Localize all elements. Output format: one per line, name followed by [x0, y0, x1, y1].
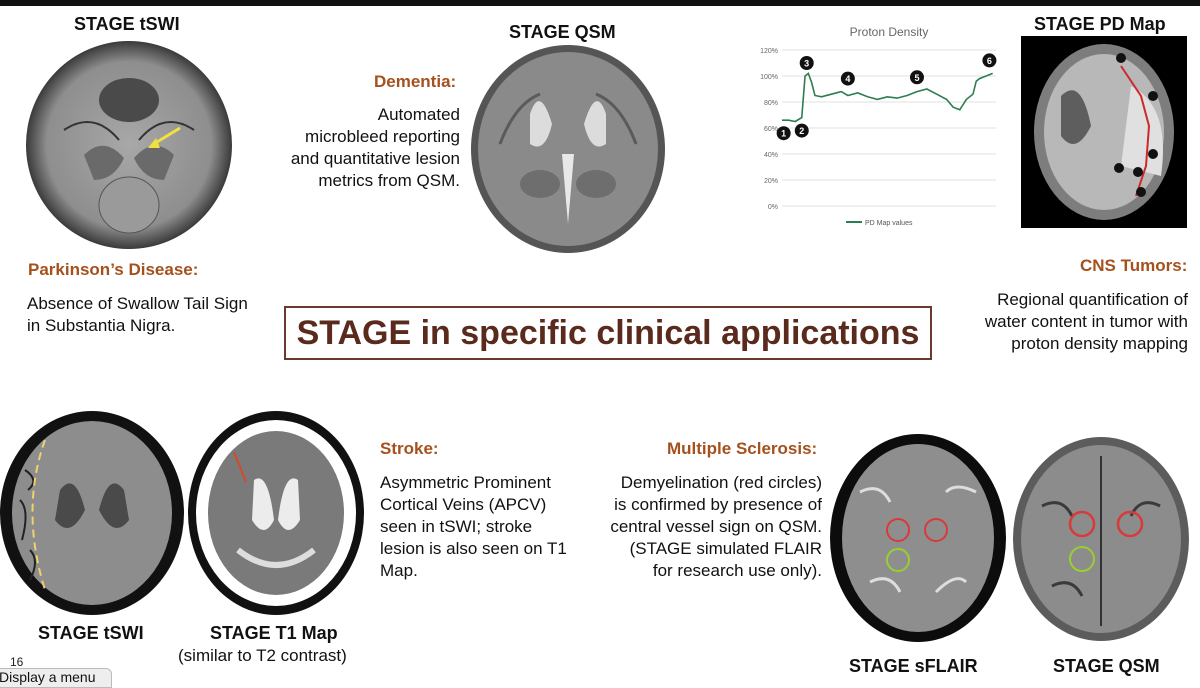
proton-density-chart: Proton Density 0% 20% 40% 60% 80% 100% 120% 1 2 3 4… — [750, 20, 1000, 230]
scan-sublabel-t1-map: (similar to T2 contrast) — [178, 646, 347, 665]
chart-marker — [909, 70, 924, 85]
text-cns-tumors: Regional quantification of water content… — [984, 290, 1188, 353]
chart-marker — [776, 126, 791, 141]
chart-marker — [794, 123, 809, 138]
pd-map-brain-image — [1021, 36, 1187, 228]
legend-label: PD Map values — [865, 220, 913, 227]
t1-map-brain-image — [188, 410, 364, 616]
heading-cns-tumors: CNS Tumors: — [1080, 256, 1188, 275]
heading-multiple-sclerosis: Multiple Sclerosis: — [667, 439, 818, 458]
heading-dementia: Dementia: — [374, 72, 457, 91]
scan-label-sflair: STAGE sFLAIR — [849, 656, 978, 676]
slide-title: STAGE in specific clinical applications — [284, 306, 932, 360]
text-parkinsons: Absence of Swallow Tail Sign in Substant… — [27, 294, 248, 335]
scan-label-tswi-bottom: STAGE tSWI — [38, 623, 144, 643]
chart-marker-label: 4 — [845, 74, 850, 84]
y-tick-label: 100% — [760, 74, 778, 81]
page-number: 16 — [10, 655, 24, 669]
scan-label-pd-map: STAGE PD Map — [1034, 14, 1166, 34]
scan-label-qsm-bottom: STAGE QSM — [1053, 656, 1160, 676]
chart-marker — [840, 71, 855, 86]
sflair-brain-image — [830, 432, 1006, 644]
chart-marker — [799, 56, 814, 70]
heading-parkinsons: Parkinson’s Disease: — [28, 260, 199, 279]
tswi-brain-image — [24, 40, 234, 250]
y-tick-label: 60% — [764, 126, 778, 133]
chart-marker-label: 5 — [914, 73, 919, 83]
pd-series-line — [782, 72, 994, 123]
chart-marker-label: 3 — [804, 59, 809, 69]
chart-marker-label: 6 — [987, 56, 992, 66]
y-tick-label: 80% — [764, 100, 778, 107]
top-bar — [0, 0, 1200, 6]
chart-title: Proton Density — [850, 25, 929, 39]
scan-label-tswi-top: STAGE tSWI — [74, 14, 180, 34]
heading-stroke: Stroke: — [380, 439, 439, 458]
text-multiple-sclerosis: Demyelination (red circles) is confirmed… — [610, 473, 822, 580]
tswi-stroke-brain-image — [0, 410, 186, 616]
text-dementia: Automated microbleed reporting and quant… — [290, 105, 460, 190]
display-menu-button[interactable]: Display a menu — [0, 668, 112, 688]
scan-label-qsm-top: STAGE QSM — [509, 22, 616, 42]
scan-label-t1-map: STAGE T1 Map — [210, 623, 338, 643]
chart-marker-label: 2 — [799, 126, 804, 136]
qsm-ms-brain-image — [1012, 436, 1190, 642]
text-stroke: Asymmetric Prominent Cortical Veins (APC… — [380, 473, 567, 580]
y-tick-label: 40% — [764, 152, 778, 159]
qsm-brain-image — [470, 44, 666, 254]
chart-marker — [982, 53, 997, 68]
y-tick-label: 0% — [768, 204, 778, 211]
chart-marker-label: 1 — [781, 129, 786, 139]
y-tick-label: 20% — [764, 178, 778, 185]
y-tick-label: 120% — [760, 48, 778, 55]
